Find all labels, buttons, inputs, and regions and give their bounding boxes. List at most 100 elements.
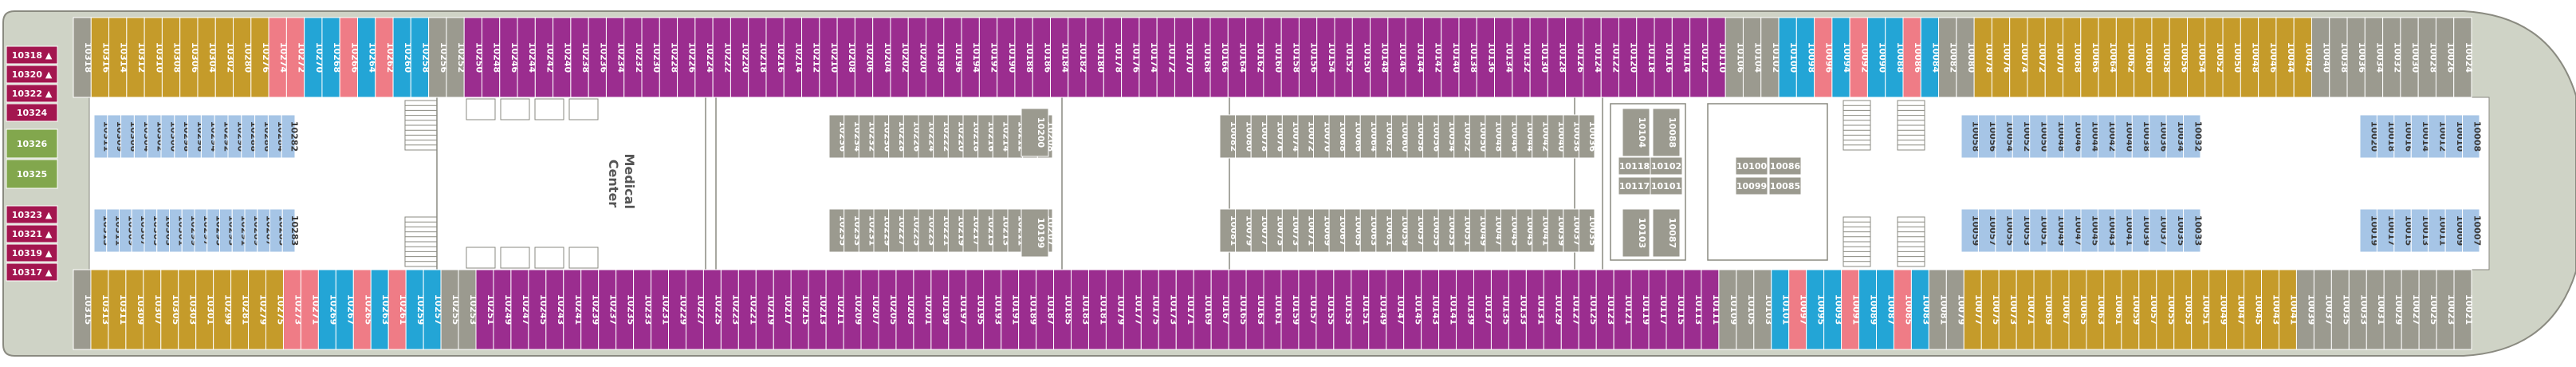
cabin[interactable]: 10251: [475, 269, 496, 350]
cabin[interactable]: 10100: [1735, 156, 1768, 176]
cabin[interactable]: 10114: [1671, 17, 1692, 98]
cabin[interactable]: 10143: [1421, 269, 1441, 350]
cabin[interactable]: 10262: [375, 17, 395, 98]
cabin[interactable]: 10149: [1368, 269, 1389, 350]
cabin[interactable]: 10052: [2204, 17, 2225, 98]
cabin[interactable]: 10030: [2400, 17, 2421, 98]
cabin[interactable]: 10186: [1032, 17, 1052, 98]
cabin[interactable]: 10106: [1725, 17, 1745, 98]
cabin[interactable]: 10032: [2183, 114, 2204, 159]
cabin[interactable]: 10201: [913, 269, 934, 350]
cabin[interactable]: 10202: [890, 17, 910, 98]
cabin[interactable]: 10236: [588, 17, 608, 98]
cabin[interactable]: 10121: [1613, 269, 1634, 350]
cabin[interactable]: 10282: [281, 114, 300, 159]
cabin[interactable]: 10309: [107, 114, 125, 159]
cabin[interactable]: 10200: [907, 17, 928, 98]
cabin[interactable]: 10324: [6, 103, 58, 122]
cabin[interactable]: 10299: [213, 269, 234, 350]
cabin[interactable]: 10301: [195, 269, 216, 350]
cabin[interactable]: 10318: [73, 17, 93, 98]
cabin[interactable]: 10138: [1458, 17, 1479, 98]
cabin[interactable]: 10171: [1175, 269, 1196, 350]
cabin[interactable]: 10041: [2278, 269, 2299, 350]
cabin[interactable]: 10237: [598, 269, 619, 350]
cabin[interactable]: 10146: [1387, 17, 1408, 98]
cabin[interactable]: 10261: [387, 269, 408, 350]
cabin[interactable]: 10117: [1618, 176, 1651, 195]
cabin[interactable]: 10218: [748, 17, 769, 98]
cabin[interactable]: 10102: [1760, 17, 1781, 98]
cabin[interactable]: 10109: [1718, 269, 1739, 350]
cabin[interactable]: 10253: [458, 269, 478, 350]
cabin[interactable]: 10165: [1228, 269, 1249, 350]
cabin[interactable]: 10103: [1753, 269, 1774, 350]
cabin[interactable]: 10026: [2435, 17, 2456, 98]
cabin[interactable]: 10150: [1351, 17, 1372, 98]
cabin[interactable]: 10132: [1512, 17, 1532, 98]
cabin[interactable]: 10068: [2063, 17, 2083, 98]
cabin[interactable]: 10203: [895, 269, 916, 350]
cabin[interactable]: 10032: [2382, 17, 2403, 98]
cabin[interactable]: 10034: [2364, 17, 2385, 98]
cabin[interactable]: 10154: [1316, 17, 1337, 98]
cabin[interactable]: 10045: [2244, 269, 2264, 350]
cabin[interactable]: 10224: [694, 17, 715, 98]
cabin[interactable]: 10029: [2383, 269, 2404, 350]
cabin[interactable]: 10272: [285, 17, 307, 98]
cabin[interactable]: 10024: [2453, 17, 2474, 98]
cabin[interactable]: 10205: [878, 269, 899, 350]
cabin[interactable]: 10127: [1560, 269, 1581, 350]
cabin[interactable]: 10083: [1910, 269, 1931, 350]
cabin[interactable]: 10245: [528, 269, 549, 350]
cabin[interactable]: 10159: [1280, 269, 1301, 350]
cabin[interactable]: 10087: [1875, 269, 1896, 350]
cabin[interactable]: 10178: [1103, 17, 1123, 98]
cabin[interactable]: 10181: [1087, 269, 1108, 350]
cabin[interactable]: 10313: [90, 269, 111, 350]
cabin[interactable]: 10311: [108, 269, 128, 350]
cabin[interactable]: 10117: [1648, 269, 1669, 350]
cabin[interactable]: 10035: [1578, 208, 1598, 253]
cabin[interactable]: 10197: [948, 269, 969, 350]
cabin[interactable]: 10086: [1902, 17, 1923, 98]
cabin[interactable]: 10096: [1814, 17, 1835, 98]
cabin[interactable]: 10118: [1636, 17, 1657, 98]
cabin[interactable]: 10200: [1021, 108, 1049, 157]
cabin[interactable]: 10111: [1701, 269, 1721, 350]
cabin[interactable]: 10189: [1018, 269, 1039, 350]
cabin[interactable]: 10020: [2359, 114, 2380, 159]
cabin[interactable]: 10128: [1547, 17, 1568, 98]
cabin[interactable]: 10042: [2293, 17, 2314, 98]
cabin[interactable]: 10023: [2436, 269, 2456, 350]
cabin[interactable]: 10274: [268, 17, 289, 98]
cabin[interactable]: 10280: [233, 17, 254, 98]
cabin[interactable]: 10058: [2151, 17, 2172, 98]
cabin[interactable]: 10305: [160, 269, 181, 350]
cabin[interactable]: 10033: [2348, 269, 2369, 350]
cabin[interactable]: 10184: [1049, 17, 1071, 98]
cabin[interactable]: 10163: [1245, 269, 1266, 350]
cabin[interactable]: 10177: [1123, 269, 1143, 350]
cabin[interactable]: 10164: [1227, 17, 1248, 98]
cabin[interactable]: 10025: [2418, 269, 2439, 350]
cabin[interactable]: 10153: [1333, 269, 1354, 350]
cabin[interactable]: 10148: [1370, 17, 1390, 98]
cabin[interactable]: 10211: [825, 269, 846, 350]
cabin[interactable]: 10039: [2295, 269, 2316, 350]
cabin[interactable]: 10304: [197, 17, 218, 98]
cabin[interactable]: 10060: [2134, 17, 2154, 98]
cabin[interactable]: 10268: [321, 17, 342, 98]
cabin[interactable]: 10133: [1508, 269, 1528, 350]
cabin[interactable]: 10241: [563, 269, 584, 350]
cabin[interactable]: 10316: [90, 17, 111, 98]
cabin[interactable]: 10275: [265, 269, 286, 350]
cabin[interactable]: 10187: [1036, 269, 1056, 350]
cabin[interactable]: 10088: [1885, 17, 1905, 98]
cabin[interactable]: 10118: [1618, 156, 1651, 176]
cabin[interactable]: 10243: [545, 269, 566, 350]
cabin[interactable]: 10221: [737, 269, 758, 350]
cabin[interactable]: 10085: [1768, 176, 1802, 195]
cabin[interactable]: 10123: [1595, 269, 1616, 350]
cabin[interactable]: 10137: [1473, 269, 1493, 350]
